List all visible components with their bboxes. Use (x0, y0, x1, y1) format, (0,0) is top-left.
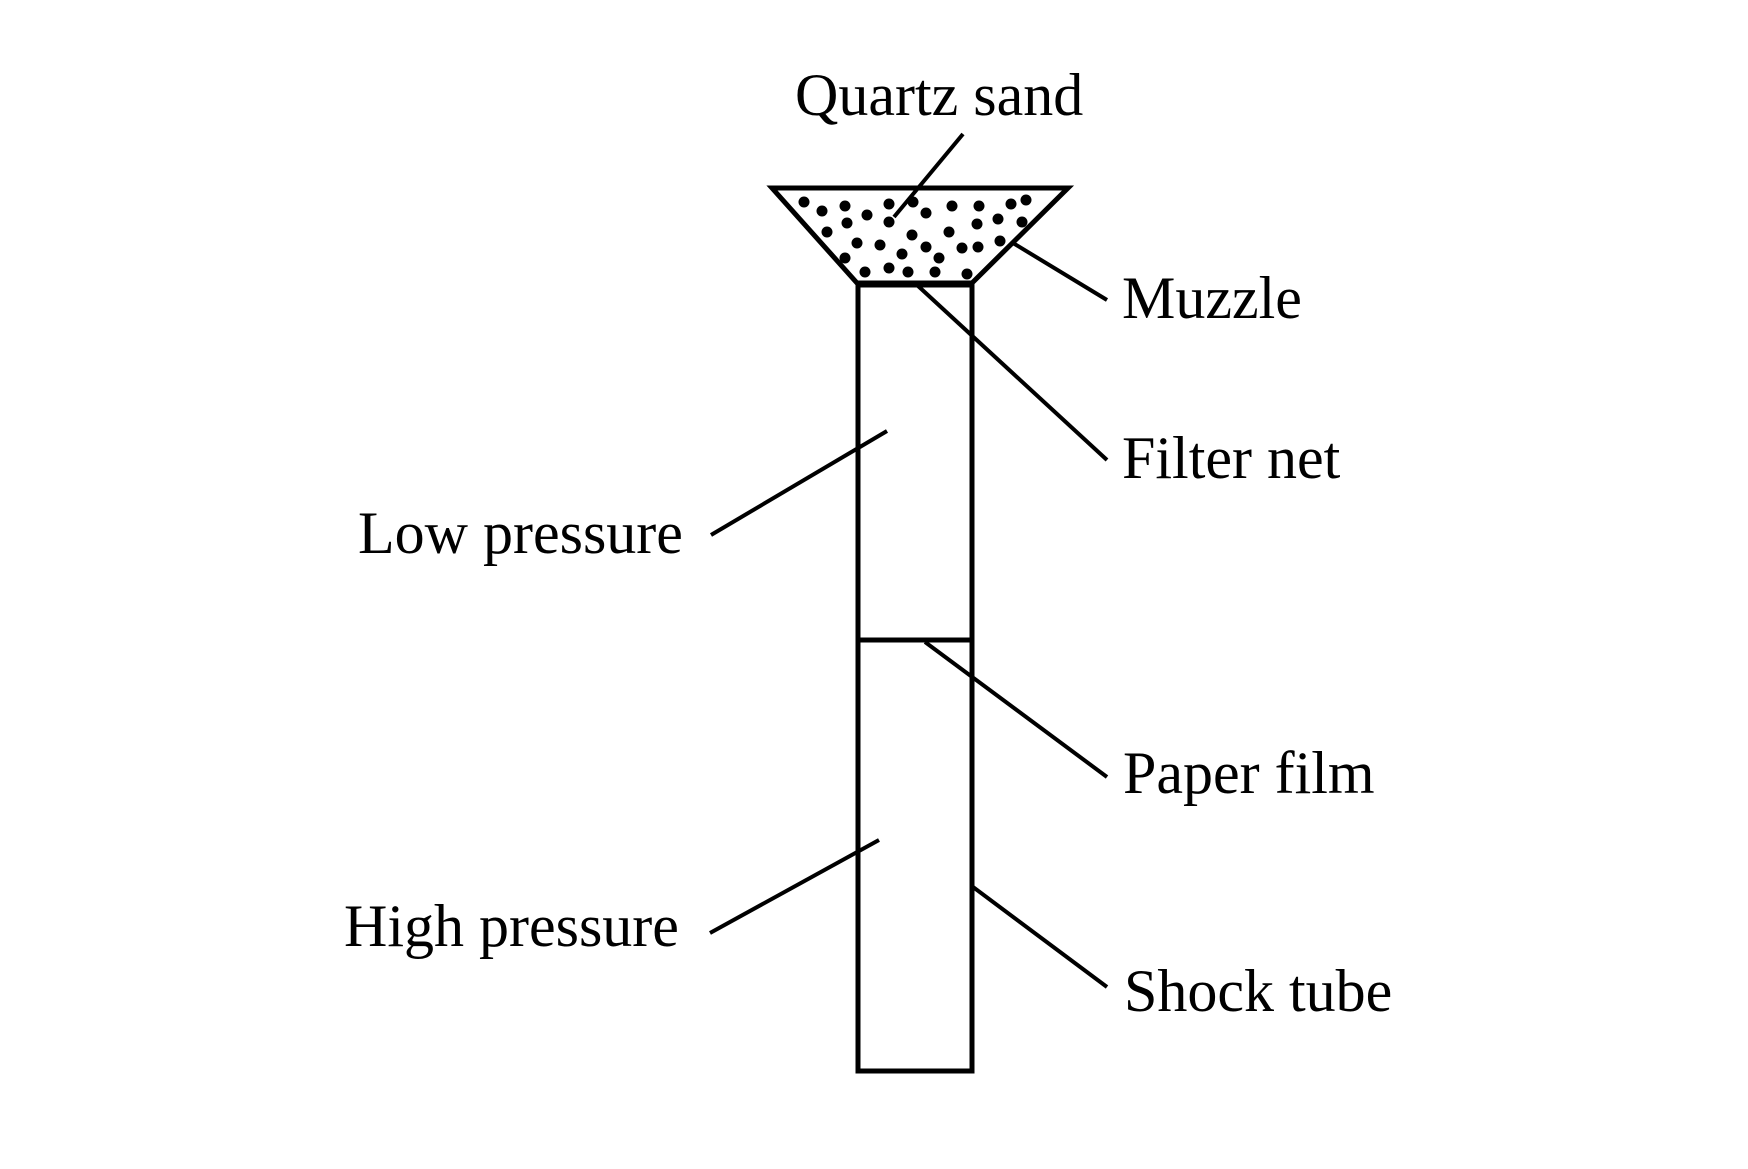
sand-grain (961, 268, 973, 280)
high-pressure-label: High pressure (344, 893, 679, 959)
sand-grain (821, 226, 833, 238)
high-pressure-leader (709, 838, 880, 935)
shock-tube-label: Shock tube (1124, 958, 1392, 1024)
sand-grain (1020, 194, 1032, 206)
sand-grain (861, 209, 873, 221)
sand-grain (906, 229, 918, 241)
sand-grain (839, 200, 851, 212)
sand-grain (971, 218, 983, 230)
sand-grain (902, 266, 914, 278)
filter-net-label: Filter net (1122, 425, 1341, 491)
muzzle-leader (1011, 241, 1109, 302)
sand-grain (946, 200, 958, 212)
sand-grain (972, 241, 984, 253)
paper-film-label: Paper film (1123, 740, 1375, 806)
sand-grain (839, 252, 851, 264)
shock-tube-body (855, 282, 975, 1074)
low-pressure-leader (709, 429, 889, 537)
sand-grain (883, 198, 895, 210)
sand-grain (973, 200, 985, 212)
sand-grain (851, 237, 863, 249)
sand-grain (859, 266, 871, 278)
sand-grain (933, 252, 945, 264)
sand-grain (994, 235, 1006, 247)
shock-tube-leader (971, 885, 1109, 989)
sand-grain (874, 239, 886, 251)
sand-grain (816, 205, 828, 217)
filter-net-leader (915, 283, 1109, 462)
quartz-sand-label: Quartz sand (795, 62, 1083, 128)
quartz-sand-leader (892, 132, 965, 219)
quartz-sand-grains (798, 194, 1032, 280)
sand-grain (920, 207, 932, 219)
sand-grain (929, 266, 941, 278)
sand-grain (896, 248, 908, 260)
sand-grain (943, 226, 955, 238)
sand-grain (883, 216, 895, 228)
sand-grain (992, 213, 1004, 225)
sand-grain (1005, 198, 1017, 210)
paper-film-leader (923, 640, 1109, 779)
sand-grain (920, 241, 932, 253)
sand-grain (956, 242, 968, 254)
low-pressure-label: Low pressure (358, 500, 683, 566)
muzzle-label: Muzzle (1122, 265, 1302, 331)
sand-grain (1016, 216, 1028, 228)
sand-grain (798, 196, 810, 208)
sand-grain (883, 262, 895, 274)
sand-grain (841, 217, 853, 229)
